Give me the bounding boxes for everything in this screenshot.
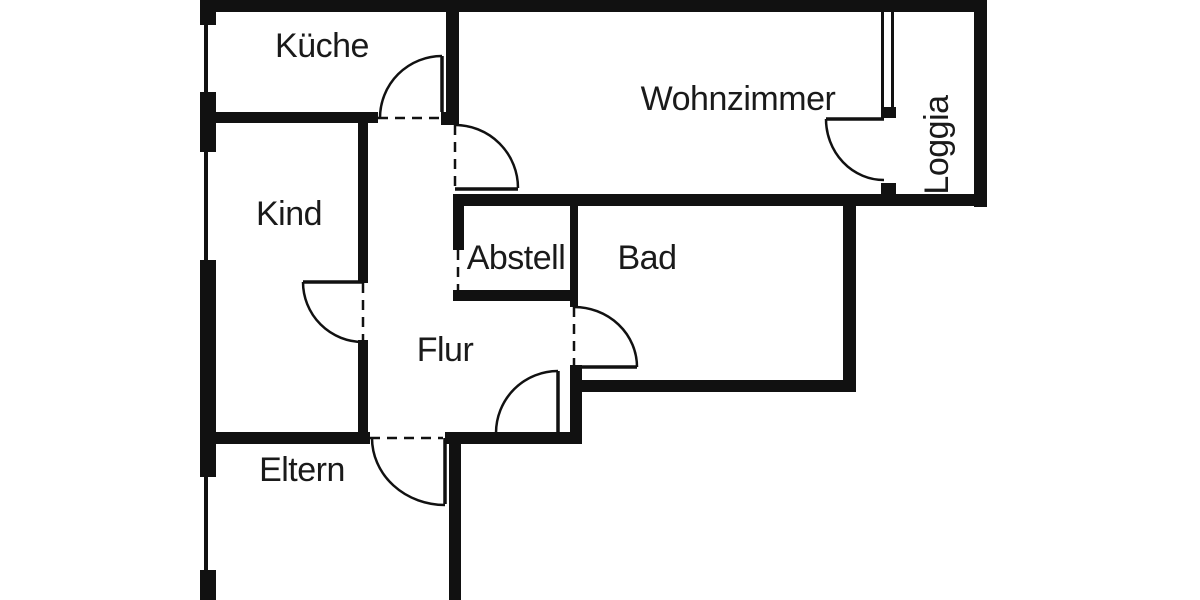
entry-door-arc: [494, 369, 559, 434]
kind-door-arc: [301, 281, 364, 344]
bad-door-arc: [573, 305, 639, 368]
wall-kind-right-lower: [358, 340, 368, 432]
room-label-flur: Flur: [417, 331, 474, 369]
wall-bad-hinge: [570, 365, 582, 444]
wall-flur-bottom: [445, 432, 582, 444]
door-arcs: [301, 54, 885, 507]
kueche-window: [200, 25, 216, 92]
room-label-wohnzimmer: Wohnzimmer: [641, 80, 836, 118]
wall-abstell-bad: [570, 206, 578, 307]
wall-top-outer: [200, 0, 987, 12]
door-leaves: [303, 56, 884, 504]
wall-kueche-bottom: [200, 112, 378, 123]
wall-loggia-block-upper: [881, 107, 896, 118]
room-labels: Küche Wohnzimmer Loggia Kind Abstell Bad…: [256, 27, 956, 489]
wohnzimmer-door-arc: [454, 123, 520, 189]
wall-kind-right-upper: [358, 112, 368, 283]
eltern-window: [200, 477, 216, 570]
wall-eltern-right: [449, 444, 461, 600]
wall-bad-right: [843, 194, 856, 392]
room-label-abstell: Abstell: [467, 239, 566, 277]
eltern-door-arc: [370, 437, 446, 507]
loggia-door-arc: [824, 118, 885, 182]
windows: [200, 12, 894, 570]
wall-abstell-left-stub: [453, 206, 464, 250]
wall-left-outer: [200, 0, 216, 600]
wall-kueche-wohnzimmer: [446, 12, 459, 112]
door-openings: [361, 116, 576, 440]
room-label-loggia: Loggia: [918, 95, 956, 195]
walls: [200, 0, 987, 600]
wall-eltern-top: [200, 432, 370, 444]
wall-right-outer: [974, 0, 987, 207]
kueche-door-arc: [378, 54, 443, 119]
kind-window: [200, 152, 216, 260]
loggia-window: [881, 12, 894, 107]
wall-bad-bottom: [575, 380, 855, 392]
room-label-eltern: Eltern: [259, 451, 345, 489]
wall-kueche-door-hinge-block: [441, 112, 459, 125]
wall-loggia-block-lower: [881, 183, 896, 194]
wall-mid-horizontal: [453, 194, 987, 206]
room-label-bad: Bad: [618, 239, 677, 277]
wall-abstell-bottom: [453, 290, 575, 301]
room-label-kueche: Küche: [275, 27, 369, 65]
room-label-kind: Kind: [256, 195, 322, 233]
